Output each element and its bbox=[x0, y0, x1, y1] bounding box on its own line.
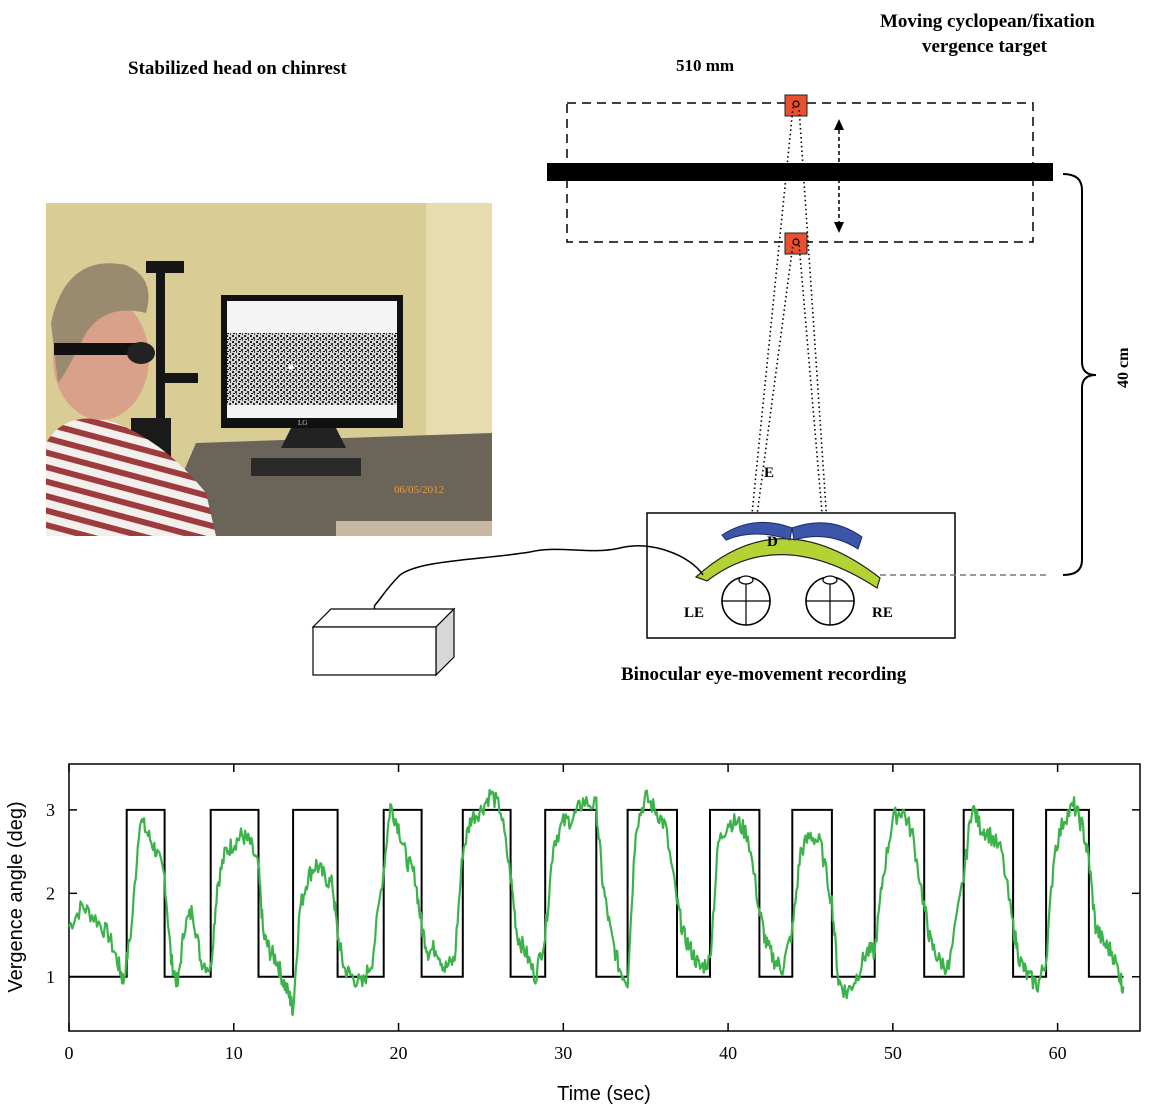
label-LE: LE bbox=[684, 605, 704, 621]
photo-chinrest-pole bbox=[156, 263, 165, 493]
headset-goggle-icon bbox=[694, 538, 881, 589]
photo-eye-tracker-headset bbox=[54, 343, 142, 355]
near-target-icon bbox=[784, 232, 808, 255]
photo-desk bbox=[156, 433, 492, 536]
distance-brace bbox=[1062, 173, 1097, 576]
recorder-cable bbox=[373, 545, 704, 621]
width-label: 510 mm bbox=[676, 56, 735, 75]
left-lens-icon bbox=[721, 521, 793, 541]
head-label: Stabilized head on chinrest bbox=[128, 58, 347, 79]
vergence-chart: 1 2 3 0 10 20 30 40 50 60 Time (sec) Vergence an… bbox=[5, 763, 1141, 1105]
subject-photo: LG 06/05/2012 bbox=[46, 203, 492, 536]
photo-monitor-brand: LG bbox=[298, 419, 307, 427]
y-tick-label: 3 bbox=[46, 800, 55, 820]
x-tick-label: 60 bbox=[1049, 1043, 1067, 1063]
photo-timestamp: 06/05/2012 bbox=[394, 484, 444, 496]
x-tick-label: 10 bbox=[225, 1043, 243, 1063]
label-RE: RE bbox=[872, 605, 893, 621]
right-eye-icon bbox=[805, 575, 855, 626]
x-axis-label: Time (sec) bbox=[557, 1083, 651, 1105]
recorder-box-icon bbox=[311, 607, 456, 677]
left-eye-icon bbox=[721, 575, 771, 626]
x-tick-label: 30 bbox=[554, 1043, 572, 1063]
photo-random-dot-stereogram bbox=[227, 333, 397, 405]
recording-label: Binocular eye-movement recording bbox=[621, 664, 907, 685]
x-tick-label: 20 bbox=[390, 1043, 408, 1063]
y-tick-label: 2 bbox=[46, 883, 55, 903]
y-axis-label: Vergence angle (deg) bbox=[5, 801, 27, 992]
target-step-series bbox=[69, 808, 1124, 978]
x-tick-label: 50 bbox=[884, 1043, 902, 1063]
photo-illustration: LG 06/05/2012 bbox=[46, 203, 492, 536]
photo-subject-shirt bbox=[46, 418, 216, 536]
far-target-icon bbox=[784, 94, 808, 117]
sightlines bbox=[744, 106, 832, 584]
label-E: E bbox=[764, 465, 774, 481]
setup-schematic: E D LE RE bbox=[311, 94, 1097, 677]
target-label-line1: Moving cyclopean/fixation bbox=[880, 11, 1095, 32]
plot-frame bbox=[68, 763, 1141, 1032]
right-lens-icon bbox=[791, 522, 863, 550]
x-tick-label: 0 bbox=[65, 1043, 74, 1063]
x-tick-label: 40 bbox=[719, 1043, 737, 1063]
label-D: D bbox=[767, 534, 778, 550]
vergence-trace-series bbox=[67, 788, 1125, 1016]
target-label-line2: vergence target bbox=[922, 36, 1048, 57]
y-tick-label: 1 bbox=[46, 967, 55, 987]
display-screen-bar bbox=[547, 163, 1053, 181]
